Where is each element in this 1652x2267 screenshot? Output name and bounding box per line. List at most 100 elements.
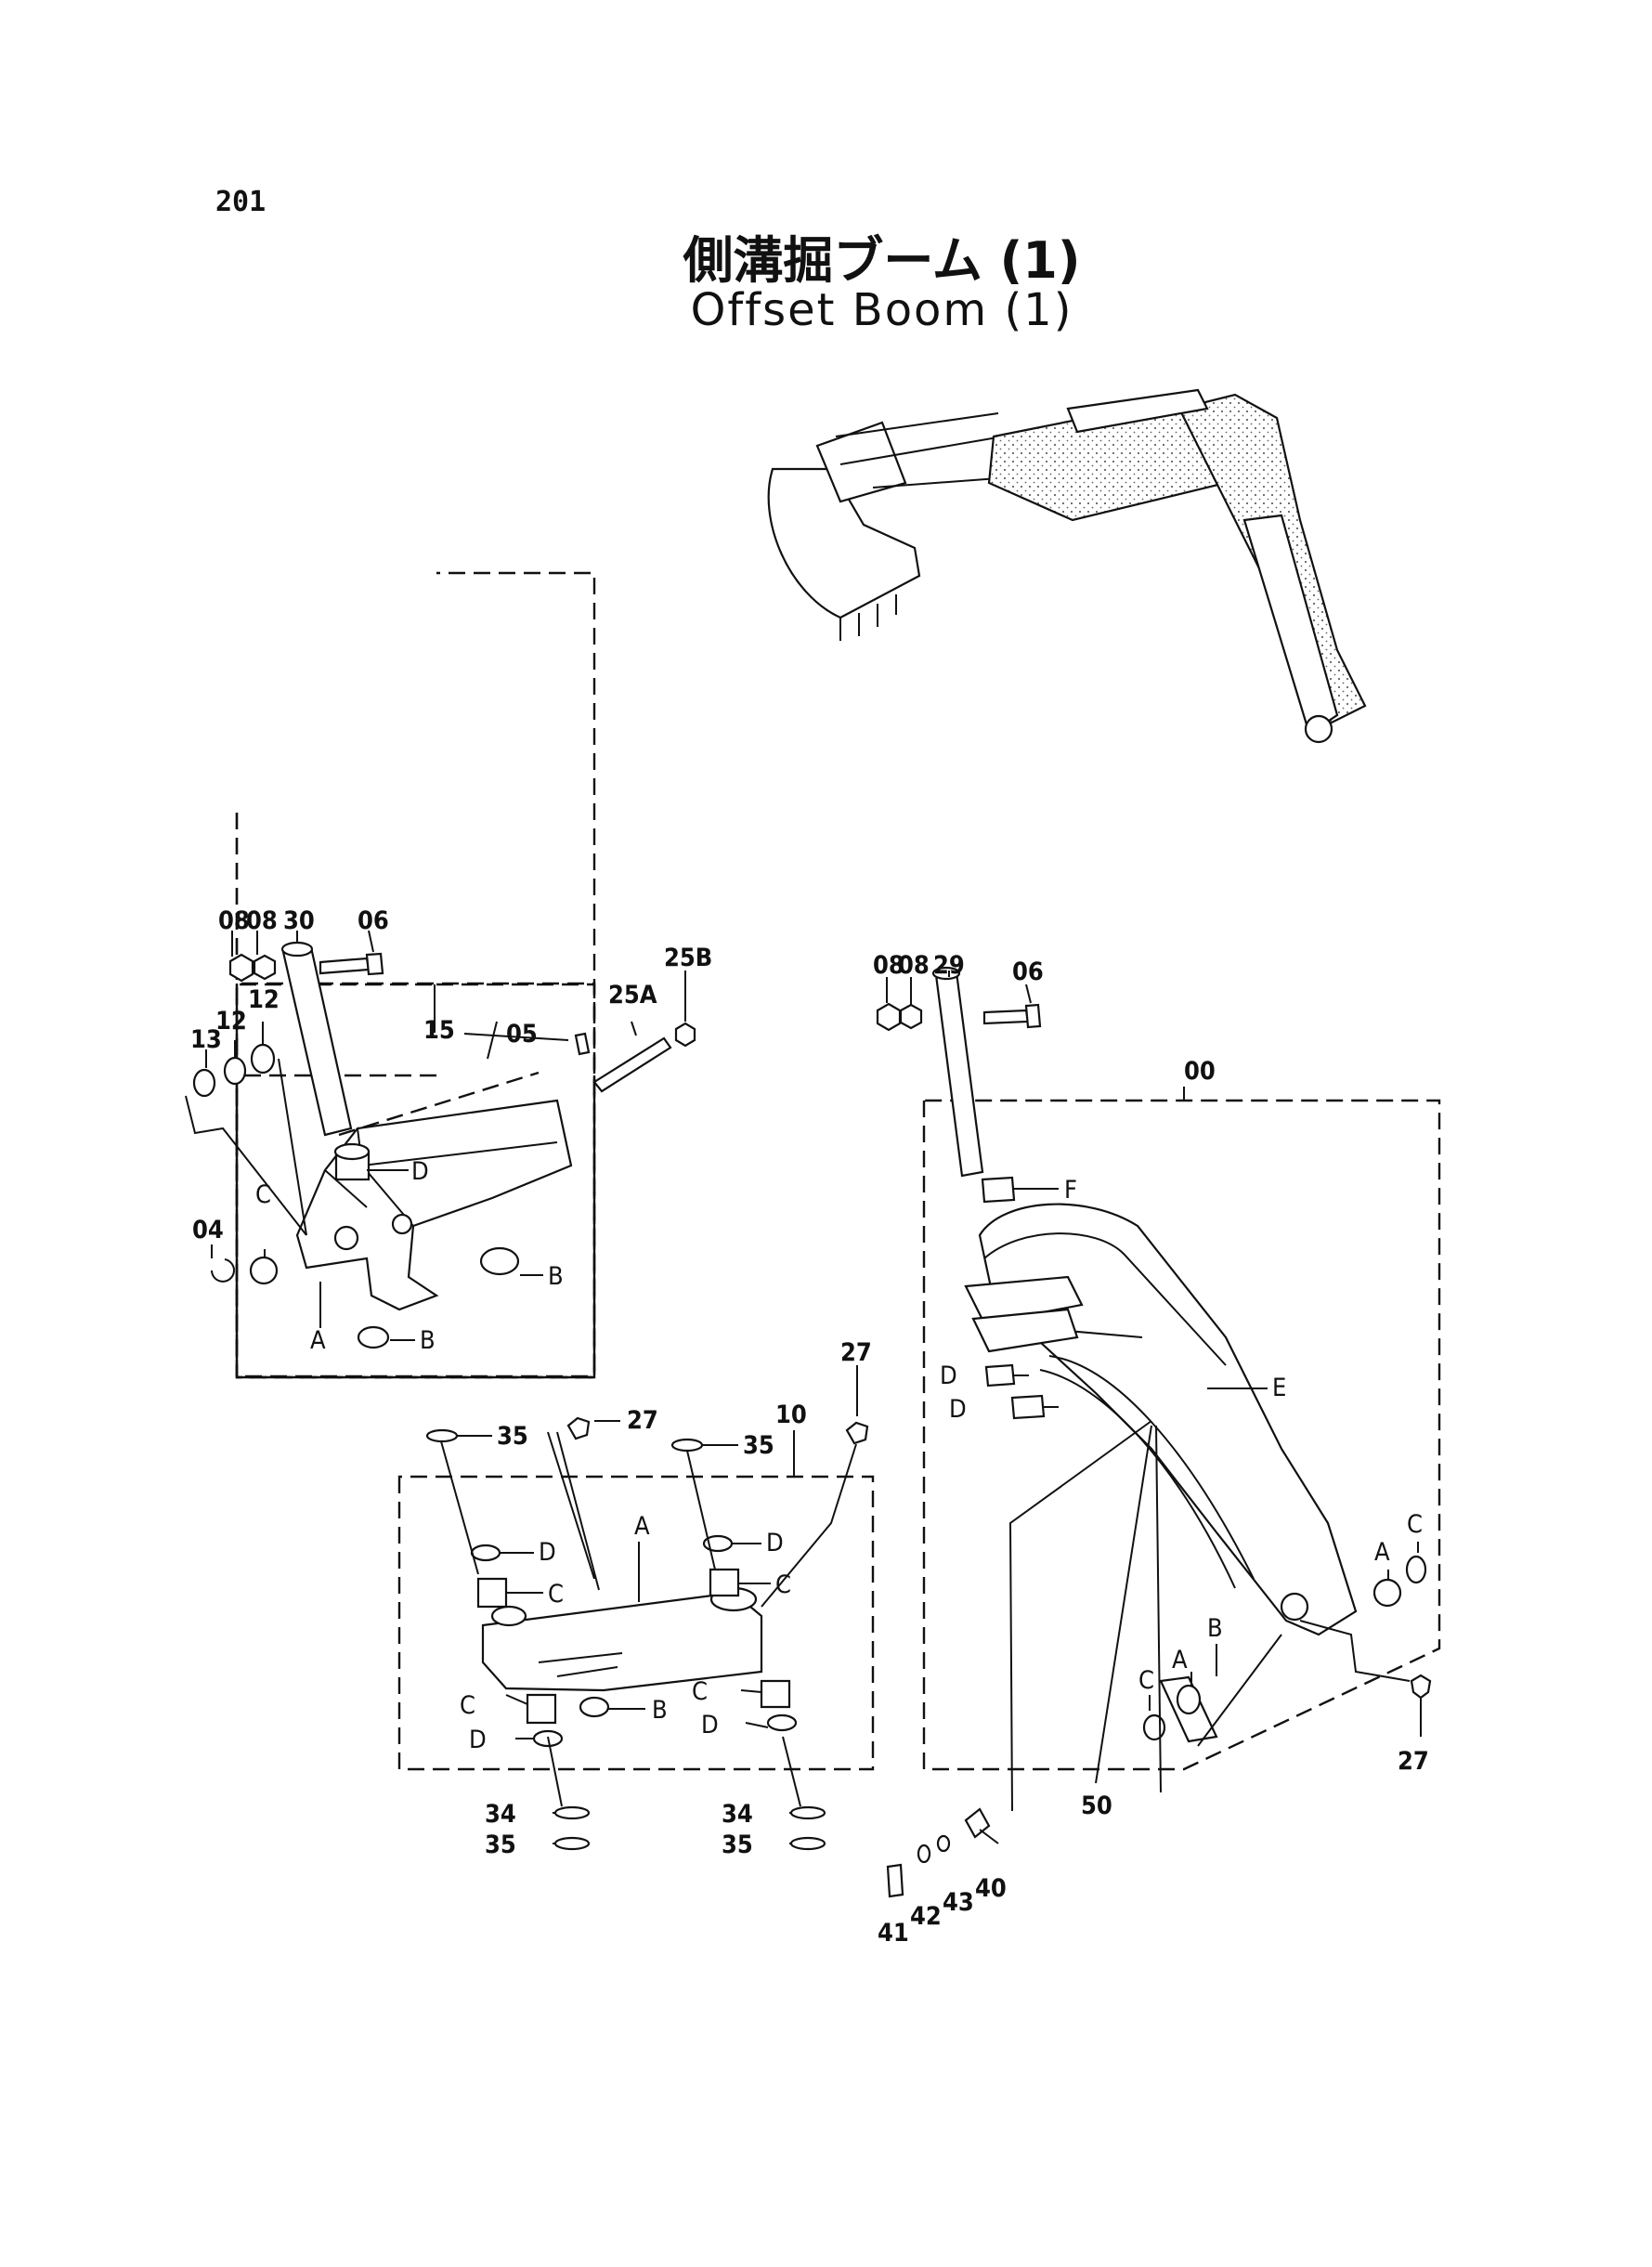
washer-d-lr — [766, 1713, 798, 1732]
callout-f: F — [1064, 1176, 1077, 1205]
washer-12a — [223, 1056, 247, 1086]
title-english: Offset Boom (1) — [690, 284, 1073, 336]
boom-cylinder — [1242, 514, 1339, 736]
callout-40: 40 — [975, 1874, 1007, 1903]
grease-fitting-25b — [674, 1022, 696, 1048]
callout-08: 08 — [873, 951, 904, 980]
callout-d: D — [940, 1362, 957, 1390]
callout-30: 30 — [283, 906, 315, 935]
bucket-cylinder-rods — [835, 412, 1004, 489]
offset-boom — [978, 1203, 1358, 1636]
callout-c: C — [692, 1677, 708, 1706]
bucket-outline — [767, 467, 921, 619]
excavator-overview-illustration — [767, 388, 1367, 744]
callout-c: C — [1138, 1666, 1154, 1695]
callout-34: 34 — [485, 1800, 516, 1829]
callout-e: E — [1272, 1374, 1286, 1402]
callout-c: C — [775, 1570, 791, 1599]
washer-43 — [936, 1834, 951, 1853]
bushing-c-ul — [476, 1577, 508, 1609]
callout-d: D — [469, 1726, 487, 1754]
callout-35: 35 — [722, 1831, 753, 1859]
bushing-c-ur — [709, 1568, 740, 1597]
nut-08-b — [253, 954, 277, 981]
group-10-box — [397, 1475, 875, 1771]
callout-00: 00 — [1184, 1057, 1216, 1086]
callout-04: 04 — [192, 1216, 224, 1244]
title-japanese: 側溝掘ブーム (1) — [683, 231, 1081, 290]
callout-34: 34 — [722, 1800, 753, 1829]
callout-29: 29 — [933, 951, 965, 980]
callout-12: 12 — [215, 1007, 247, 1036]
bushing-b-right — [479, 1246, 520, 1276]
callout-b: B — [1207, 1614, 1223, 1643]
bracket-hole-a — [333, 1225, 359, 1251]
callout-c: C — [548, 1580, 564, 1609]
callout-08: 08 — [218, 906, 250, 935]
callout-08: 08 — [246, 906, 278, 935]
callout-a: A — [1172, 1646, 1188, 1674]
callout-c: C — [1407, 1510, 1423, 1539]
nut-08-a — [228, 953, 254, 983]
callout-13: 13 — [190, 1025, 222, 1054]
callout-25b: 25B — [664, 944, 712, 972]
callout-10: 10 — [775, 1401, 807, 1429]
bushing-c-left — [249, 1256, 279, 1285]
callout-06: 06 — [358, 906, 389, 935]
bushing-a-g00 — [1176, 1684, 1202, 1715]
callout-27: 27 — [1398, 1747, 1429, 1776]
callout-41: 41 — [878, 1919, 909, 1948]
callout-b: B — [420, 1326, 436, 1355]
callout-27: 27 — [627, 1406, 658, 1435]
callout-42: 42 — [910, 1902, 942, 1931]
bushing-d-g00a — [984, 1363, 1016, 1388]
callout-d: D — [701, 1711, 719, 1739]
callout-15: 15 — [423, 1016, 455, 1045]
boom-pivot-eye — [1280, 1592, 1309, 1622]
callout-a: A — [310, 1326, 326, 1355]
pin-05 — [574, 1032, 591, 1056]
callout-d: D — [539, 1538, 556, 1567]
callout-a: A — [634, 1512, 650, 1541]
callout-25a: 25A — [608, 981, 657, 1010]
boom-foot-bracket — [964, 1275, 1084, 1325]
callout-a: A — [1374, 1538, 1390, 1567]
callout-35: 35 — [485, 1831, 516, 1859]
callout-27: 27 — [840, 1338, 872, 1367]
bushing-b-g10 — [579, 1696, 610, 1718]
callout-d: D — [766, 1529, 784, 1557]
bushing-a-right — [1372, 1578, 1402, 1608]
washer-13 — [192, 1068, 216, 1098]
page-number: 201 — [215, 186, 267, 218]
bushing-d-g00b — [1010, 1394, 1046, 1420]
group-15-box — [235, 982, 596, 1378]
grease-fitting-27b — [845, 1421, 869, 1445]
bushing-c-lr — [760, 1679, 791, 1709]
washer-c-right — [1405, 1555, 1427, 1584]
callout-05: 05 — [506, 1020, 538, 1049]
callout-50: 50 — [1081, 1791, 1112, 1820]
pin-25a — [592, 1036, 672, 1093]
bushing-f — [981, 1176, 1016, 1204]
callout-b: B — [652, 1696, 668, 1725]
bushing-c-ll — [526, 1693, 557, 1725]
washer-42 — [917, 1844, 931, 1864]
arm-cylinder — [1066, 388, 1209, 434]
callout-d: D — [411, 1157, 429, 1186]
callout-08: 08 — [898, 951, 930, 980]
callout-d: D — [949, 1395, 967, 1424]
callout-c: C — [255, 1180, 271, 1209]
callout-35: 35 — [743, 1431, 774, 1460]
callout-35: 35 — [497, 1422, 528, 1451]
callout-c: C — [460, 1691, 475, 1720]
callout-06: 06 — [1012, 958, 1044, 986]
bucket-linkage — [815, 421, 907, 503]
grease-fitting-27a — [566, 1416, 591, 1440]
nut-08-c — [876, 1002, 902, 1032]
group-00-box — [922, 1099, 1441, 1771]
callout-43: 43 — [943, 1888, 974, 1917]
boom-cylinder-eye — [1304, 714, 1333, 744]
